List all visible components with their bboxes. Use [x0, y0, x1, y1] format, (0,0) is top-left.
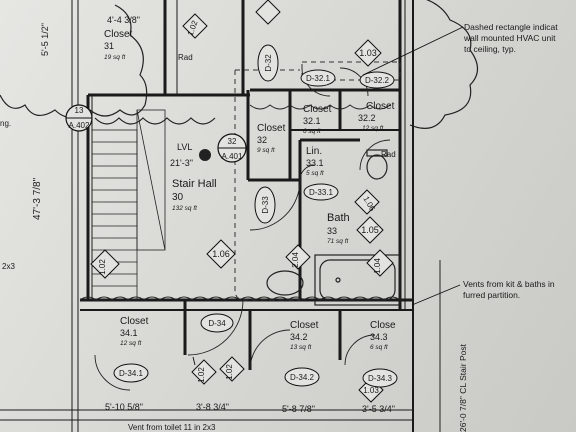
- note-vents-line-1: Vents from kit & baths in: [463, 279, 555, 289]
- svg-text:Close: Close: [370, 320, 396, 331]
- svg-text:13 sq ft: 13 sq ft: [290, 344, 313, 351]
- section-sheet: A.402: [69, 121, 90, 130]
- leader-lines: [192, 26, 464, 432]
- tag-1-02-stair: 1.02: [98, 259, 107, 275]
- svg-text:Closet: Closet: [290, 320, 319, 331]
- door-d-34: D-34: [208, 319, 226, 328]
- note-hvac-line-2: wall mounted HVAC unit: [463, 33, 556, 43]
- tag-2-04: 2.04: [291, 252, 300, 268]
- svg-text:12 sq ft: 12 sq ft: [120, 340, 143, 347]
- svg-text:33: 33: [327, 226, 337, 236]
- room-closet-34-2: Closet 34.2 13 sq ft: [290, 320, 319, 351]
- svg-text:9 sq ft: 9 sq ft: [257, 147, 276, 154]
- door-d-32-1: D-32.1: [306, 74, 331, 83]
- rad-label-bath: Rad: [381, 150, 396, 159]
- door-d-33-1: D-33.1: [309, 188, 334, 197]
- rad-label: Rad: [178, 53, 193, 62]
- door-d-32: D-32: [264, 54, 273, 72]
- door-d-34-3: D-34.3: [368, 374, 393, 383]
- dim-stair-width: 21'-3": [170, 158, 193, 168]
- svg-text:32.2: 32.2: [358, 113, 376, 123]
- svg-text:Closet: Closet: [303, 104, 332, 115]
- dim-left-main: 47'-3 7/8": [32, 177, 43, 220]
- room-lin-33-1: Lin. 33.1 5 sq ft: [306, 146, 325, 177]
- note-hvac-line-3: to ceiling, typ.: [464, 44, 516, 54]
- door-d-32-2: D-32.2: [365, 76, 390, 85]
- svg-text:31: 31: [104, 41, 114, 51]
- svg-text:34.1: 34.1: [120, 328, 138, 338]
- door-swings: [94, 67, 391, 391]
- section-mark-32: 32 A.401: [199, 133, 247, 163]
- note-hvac-line-1: Dashed rectangle indicat: [464, 22, 558, 32]
- svg-text:Closet: Closet: [104, 29, 133, 40]
- svg-text:19 sq ft: 19 sq ft: [104, 54, 127, 61]
- ceiling-scallops: [79, 104, 401, 301]
- svg-text:Closet: Closet: [366, 101, 395, 112]
- cutoff-note: ng.: [0, 119, 11, 128]
- dim-right-post: 26'-0 7/8" CL Stair Post: [458, 343, 468, 432]
- svg-text:6 sq ft: 6 sq ft: [303, 128, 322, 135]
- svg-text:71 sq ft: 71 sq ft: [327, 238, 350, 245]
- dim-top: 4'-4 3/8": [107, 15, 140, 25]
- note-vents-line-2: furred partition.: [463, 290, 520, 300]
- room-stair-hall-30: Stair Hall 30 132 sq ft: [172, 178, 217, 212]
- svg-text:Bath: Bath: [327, 212, 350, 224]
- section-number: 13: [75, 106, 84, 115]
- tag-1-03-bottom: 1.03: [363, 386, 379, 395]
- section-sheet: A.401: [222, 152, 243, 161]
- tag-1-04: 1.04: [373, 258, 382, 274]
- svg-text:Closet: Closet: [257, 123, 286, 134]
- svg-text:32.1: 32.1: [303, 116, 321, 126]
- room-bath-33: Bath 33 71 sq ft: [327, 212, 350, 245]
- svg-text:12 sq ft: 12 sq ft: [362, 125, 385, 132]
- lvl-label: LVL: [177, 142, 192, 152]
- dim-bottom-1: 5'-10 5/8": [105, 402, 143, 412]
- room-closet-31: Closet 31 19 sq ft: [104, 29, 133, 61]
- stud-size-label: 2x3: [2, 262, 15, 271]
- tag-1-05: 1.05: [361, 225, 379, 235]
- svg-text:34.3: 34.3: [370, 332, 388, 342]
- svg-text:5 sq ft: 5 sq ft: [306, 170, 325, 177]
- svg-text:33.1: 33.1: [306, 158, 324, 168]
- dim-bottom-4: 3'-5 3/4": [362, 404, 395, 414]
- room-closet-32-1: Closet 32.1 6 sq ft: [303, 104, 332, 135]
- door-tag-ovals: [113, 44, 398, 388]
- bath-fixtures: [266, 149, 401, 306]
- dim-bottom-3: 5'-8 7/8": [282, 404, 315, 414]
- svg-text:34.2: 34.2: [290, 332, 308, 342]
- svg-text:132 sq ft: 132 sq ft: [172, 205, 198, 212]
- dim-bottom-2: 3'-8 3/4": [196, 402, 229, 412]
- svg-text:Stair Hall: Stair Hall: [172, 178, 217, 190]
- door-d-33: D-33: [261, 196, 270, 214]
- tag-1-02-b2: 1.02: [225, 364, 234, 380]
- section-mark-13: 13 A.402: [65, 104, 93, 132]
- door-d-34-2: D-34.2: [290, 373, 315, 382]
- door-d-34-1: D-34.1: [119, 369, 144, 378]
- section-number: 32: [228, 137, 237, 146]
- tag-1-02-b1: 1.02: [197, 367, 206, 383]
- note-vent-toilet: Vent from toilet 11 in 2x3: [128, 423, 216, 432]
- tag-1-03: 1.03: [359, 48, 377, 58]
- svg-text:Closet: Closet: [120, 316, 149, 327]
- dashed-outlines: [234, 61, 401, 301]
- tag-1-06-hall: 1.06: [212, 249, 230, 259]
- svg-text:6 sq ft: 6 sq ft: [370, 344, 389, 351]
- svg-text:30: 30: [172, 192, 184, 203]
- room-closet-32-2: Closet 32.2 12 sq ft: [358, 101, 395, 132]
- dim-left-upper: 5'-5 1/2": [40, 23, 50, 56]
- room-closet-34-3: Close 34.3 6 sq ft: [370, 320, 396, 351]
- revision-clouds: [0, 0, 479, 129]
- svg-text:Lin.: Lin.: [306, 146, 322, 157]
- svg-text:32: 32: [257, 135, 267, 145]
- room-closet-32: Closet 32 9 sq ft: [257, 123, 286, 154]
- room-closet-34-1: Closet 34.1 12 sq ft: [120, 316, 149, 347]
